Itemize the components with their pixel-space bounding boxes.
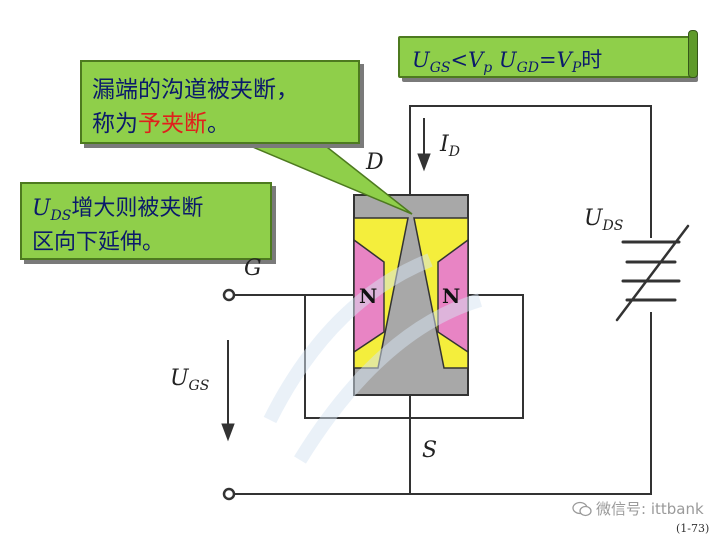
terminals bbox=[222, 288, 236, 501]
variable-arrow bbox=[615, 224, 690, 322]
drain-supply-wire bbox=[409, 105, 652, 238]
source-return-wire bbox=[235, 312, 652, 495]
uds-note-line1: UDS增大则被夹断 bbox=[32, 196, 204, 224]
wechat-watermark: 微信号: ittbank bbox=[572, 498, 704, 519]
drain-current-label: ID bbox=[440, 132, 460, 160]
ugs-arrow bbox=[221, 340, 235, 442]
right-n-label: N bbox=[442, 284, 461, 308]
uds-label: UDS bbox=[584, 206, 624, 234]
pinch-note-line1: 漏端的沟道被夹断， bbox=[92, 77, 299, 103]
right-n-region bbox=[437, 238, 469, 354]
pinch-off-note: 漏端的沟道被夹断， 称为予夹断。 bbox=[80, 60, 360, 144]
left-n-label: N bbox=[359, 284, 378, 308]
watermark-arcs bbox=[263, 253, 483, 464]
circuit-wires bbox=[235, 105, 652, 495]
condition-equation: UGS<Vp UGD=VP时 bbox=[412, 48, 603, 76]
uds-note-line2: 区向下延伸。 bbox=[32, 230, 165, 255]
gate-label: G bbox=[244, 256, 262, 281]
ugs-label: UGS bbox=[170, 366, 210, 394]
drain-label: D bbox=[366, 150, 384, 175]
wechat-icon bbox=[572, 501, 592, 517]
uds-battery bbox=[615, 224, 690, 322]
source-label: S bbox=[422, 438, 438, 463]
figure-number: (1-73) bbox=[676, 522, 710, 535]
source-terminal bbox=[222, 487, 236, 501]
id-arrow bbox=[417, 118, 431, 172]
gate-terminal bbox=[222, 288, 236, 302]
gate-loop-wire bbox=[304, 294, 524, 419]
pre-pinch-off-term: 予夹断 bbox=[138, 111, 207, 137]
pinch-note-line2: 称为予夹断。 bbox=[92, 111, 230, 137]
watermark-text: 微信号: ittbank bbox=[596, 500, 704, 518]
note-scroll-end bbox=[688, 30, 698, 78]
top-condition-note: UGS<Vp UGD=VP时 bbox=[398, 36, 694, 78]
uds-increase-note: UDS增大则被夹断 区向下延伸。 bbox=[20, 182, 272, 260]
